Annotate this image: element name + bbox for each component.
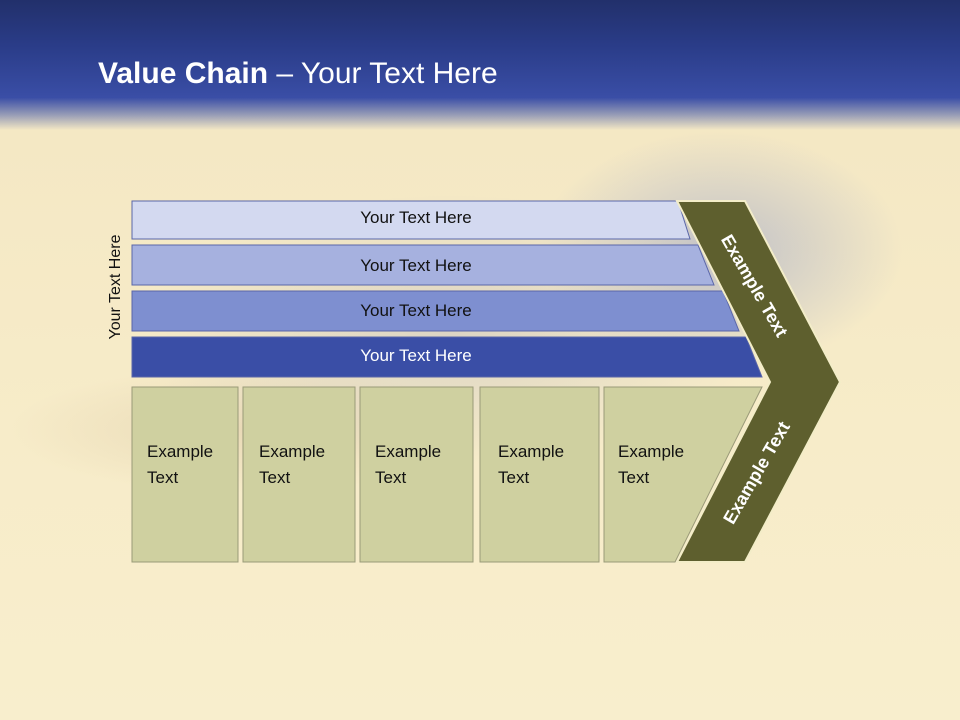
primary-box-1 [131,386,239,563]
slide-title: Value Chain – Your Text Here [98,54,498,94]
primary-box-5 [603,386,763,563]
primary-box-3 [359,386,474,563]
reflection-shapes [0,565,960,705]
title-rest: – Your Text Here [268,57,498,90]
primary-box-2 [242,386,356,563]
support-row-3 [131,290,740,332]
chevron [675,200,842,563]
chevron-arrow [675,200,842,563]
support-row-1 [131,200,691,240]
support-row-4 [131,336,763,378]
title-bold: Value Chain [98,57,269,90]
row-label-4: Your Text Here [360,346,472,365]
primary-boxes [131,386,763,563]
header-band [0,0,960,130]
reflection [0,565,960,705]
support-row-2 [131,244,715,286]
row-label-3: Your Text Here [360,301,472,320]
support-rows [131,200,763,378]
row-label-1: Your Text Here [360,208,472,227]
primary-box-4 [479,386,600,563]
row-label-2: Your Text Here [360,256,472,275]
